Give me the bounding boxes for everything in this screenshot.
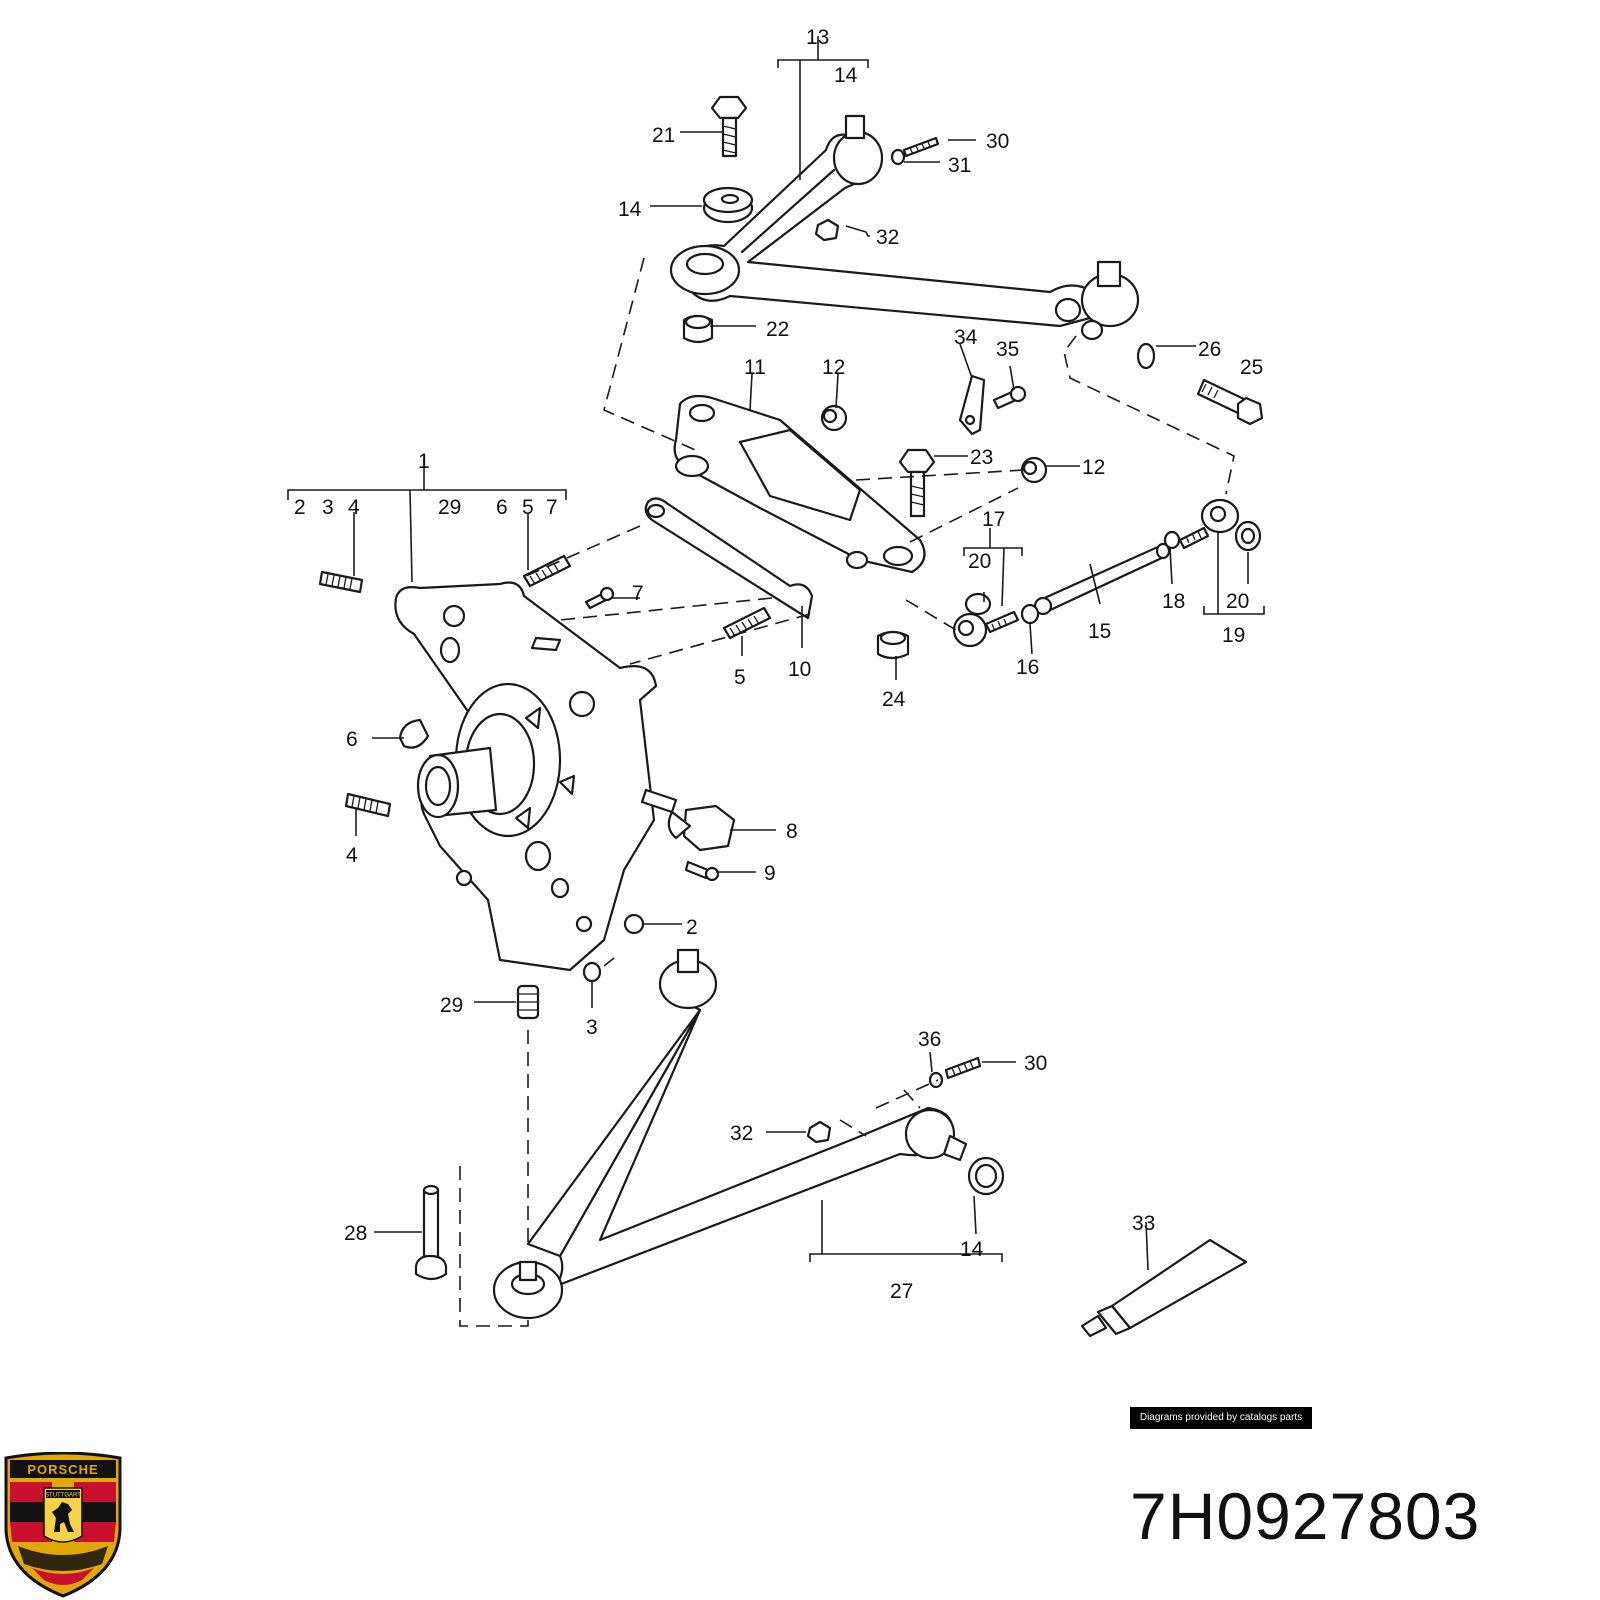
bushing-14-lower [967, 1156, 1005, 1196]
nut-3 [582, 961, 602, 983]
callout-14: 14 [618, 198, 642, 221]
callout-31: 31 [948, 154, 971, 177]
lower-control-arm-27 [492, 948, 968, 1320]
link-10 [644, 497, 814, 620]
callout-30: 30 [986, 130, 1009, 153]
callout-7: 7 [546, 496, 558, 519]
callout-28: 28 [344, 1222, 367, 1245]
callout-7: 7 [632, 582, 644, 605]
callout-4: 4 [348, 496, 360, 519]
callout-5: 5 [522, 496, 534, 519]
stud-4-upper [318, 570, 364, 594]
callout-3: 3 [322, 496, 334, 519]
subframe-mount-11 [673, 394, 926, 574]
callout-24: 24 [882, 688, 906, 711]
callout-1: 1 [418, 450, 430, 473]
bolt-25 [1196, 378, 1264, 426]
sleeve-29 [516, 984, 540, 1020]
callout-3: 3 [586, 1016, 598, 1039]
bushing-12-b [1020, 456, 1048, 484]
horse-icon [52, 1502, 74, 1532]
callout-8: 8 [786, 820, 798, 843]
ball-joint-19 [1178, 498, 1240, 550]
screw-9 [684, 860, 720, 882]
callout-4: 4 [346, 844, 358, 867]
nut-2 [623, 913, 645, 935]
callout-11: 11 [744, 356, 766, 379]
callout-32: 32 [876, 226, 899, 249]
nut-16 [1020, 603, 1040, 625]
pin-6 [398, 718, 430, 749]
callout-19: 19 [1222, 624, 1245, 647]
callout-18: 18 [1162, 590, 1185, 613]
stud-5-lower [722, 606, 772, 640]
callout-20: 20 [1226, 590, 1249, 613]
screw-7 [584, 586, 615, 610]
diagram-credit: Diagrams provided by catalogs parts [1130, 1407, 1312, 1429]
callout-13: 13 [806, 26, 829, 49]
callout-2: 2 [294, 496, 306, 519]
callout-labels: 13 14 21 30 31 14 32 22 34 35 26 25 11 1… [294, 26, 1263, 1303]
assembly-lines [459, 257, 1235, 1327]
callout-10: 10 [788, 658, 811, 681]
ball-joint-17 [952, 592, 1020, 648]
leader-lines [287, 36, 1265, 1271]
callout-25: 25 [1240, 356, 1263, 379]
callout-22: 22 [766, 318, 789, 341]
crest-brand-name: PORSCHE [27, 1462, 98, 1477]
callout-30: 30 [1024, 1052, 1047, 1075]
porsche-crest-logo: PORSCHE STUTTGART [4, 1452, 122, 1598]
stud-5-upper [522, 554, 572, 588]
wheel-speed-sensor-8 [640, 788, 736, 852]
callout-14: 14 [834, 64, 858, 87]
bolt-21 [710, 95, 748, 158]
bracket-34 [958, 374, 986, 436]
bushing-14-upper [702, 186, 754, 224]
callout-6: 6 [496, 496, 508, 519]
callout-9: 9 [764, 862, 776, 885]
callout-29: 29 [438, 496, 461, 519]
callout-32: 32 [730, 1122, 753, 1145]
upper-control-arm [669, 114, 1140, 341]
tie-rod-15 [1033, 542, 1171, 616]
callout-14: 14 [960, 1238, 984, 1261]
boot-20 [1234, 520, 1262, 552]
callout-34: 34 [954, 326, 978, 349]
bolt-35 [992, 385, 1027, 410]
bolt-28 [414, 1184, 448, 1281]
callout-27: 27 [890, 1280, 913, 1303]
callout-23: 23 [970, 446, 993, 469]
stud-30-lower [928, 1056, 982, 1089]
callout-2: 2 [686, 916, 698, 939]
callout-15: 15 [1088, 620, 1111, 643]
callout-29: 29 [440, 994, 463, 1017]
callout-17: 17 [982, 508, 1005, 531]
callout-35: 35 [996, 338, 1019, 361]
bolt-23 [898, 448, 936, 518]
callout-26: 26 [1198, 338, 1221, 361]
nut-18 [1163, 530, 1181, 550]
callout-33: 33 [1132, 1212, 1155, 1235]
nut-32-lower [806, 1120, 832, 1144]
stud-30-upper [890, 136, 940, 166]
grease-tube-33 [1080, 1238, 1248, 1338]
stud-4-lower [344, 792, 392, 818]
callout-6: 6 [346, 728, 358, 751]
wheel-carrier-1 [394, 581, 658, 972]
washer-26 [1136, 342, 1156, 370]
part-number: 7H0927803 [1130, 1479, 1481, 1553]
callout-16: 16 [1016, 656, 1039, 679]
nut-22 [682, 314, 714, 344]
crest-city: STUTTGART [45, 1493, 81, 1499]
nut-32-upper [814, 218, 840, 242]
callout-20: 20 [968, 550, 991, 573]
callout-36: 36 [918, 1028, 941, 1051]
callout-5: 5 [734, 666, 746, 689]
callout-21: 21 [652, 124, 675, 147]
nut-24 [876, 630, 910, 660]
callout-12: 12 [1082, 456, 1105, 479]
bushing-12-a [820, 404, 848, 432]
callout-12: 12 [822, 356, 845, 379]
